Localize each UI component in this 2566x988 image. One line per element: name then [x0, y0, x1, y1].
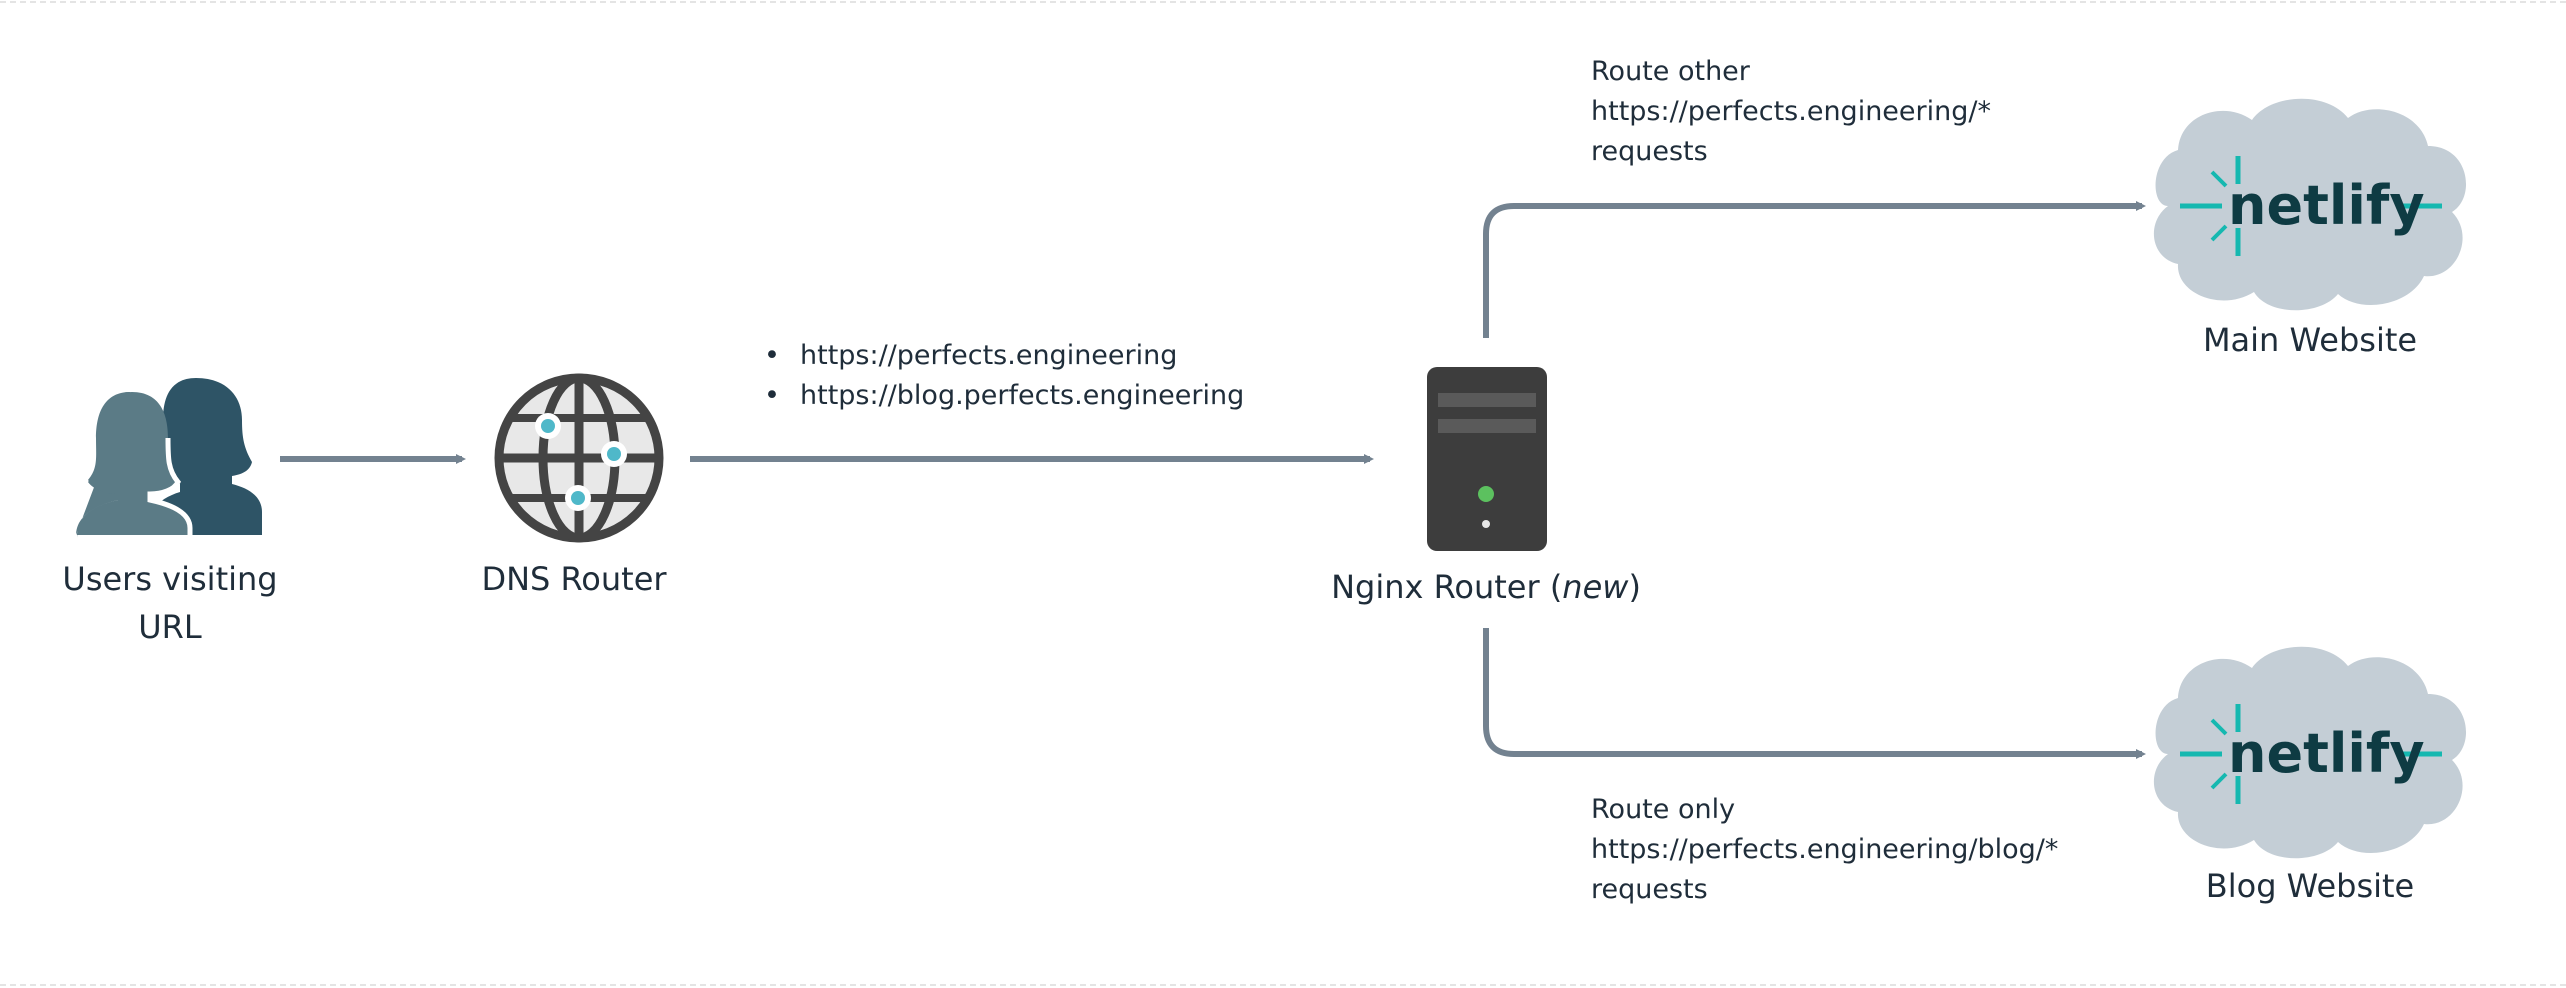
route-other-line1: Route other	[1591, 56, 1750, 87]
url-list-item: https://perfects.engineering	[764, 336, 1244, 376]
dns-router-label: DNS Router	[481, 560, 667, 598]
nginx-label-new: new	[1562, 568, 1629, 606]
nginx-label-close: )	[1628, 568, 1641, 606]
netlify-cloud-icon: netlify	[2153, 646, 2467, 859]
url-list-item: https://blog.perfects.engineering	[764, 376, 1244, 416]
main-website-label: Main Website	[2202, 321, 2418, 359]
route-other-note: Route other https://perfects.engineering…	[1591, 52, 1991, 172]
server-icon	[1427, 367, 1547, 551]
main-netlify-logo-text: netlify	[2228, 174, 2425, 237]
blog-netlify-logo-text: netlify	[2228, 722, 2425, 785]
arrow-nginx-to-main	[1483, 201, 2146, 338]
route-only-line2: https://perfects.engineering/blog/*	[1591, 834, 2059, 865]
dns-to-nginx-url-list: https://perfects.engineering https://blo…	[764, 336, 1244, 416]
route-only-note: Route only https://perfects.engineering/…	[1591, 790, 2058, 910]
globe-icon	[494, 373, 664, 543]
arrow-nginx-to-blog	[1483, 628, 2146, 759]
blog-website-label: Blog Website	[2205, 867, 2415, 905]
netlify-cloud-icon: netlify	[2153, 98, 2467, 311]
nginx-router-label: Nginx Router (new)	[1300, 563, 1672, 611]
users-label-line1: Users visiting	[62, 560, 278, 598]
route-other-line3: requests	[1591, 136, 1708, 167]
route-only-line3: requests	[1591, 874, 1708, 905]
nginx-label-main: Nginx Router (	[1331, 568, 1563, 606]
users-label: Users visiting URL	[40, 555, 300, 651]
route-only-line1: Route only	[1591, 794, 1736, 825]
route-other-line2: https://perfects.engineering/*	[1591, 96, 1991, 127]
users-label-line2: URL	[138, 608, 202, 646]
users-icon	[76, 378, 262, 540]
